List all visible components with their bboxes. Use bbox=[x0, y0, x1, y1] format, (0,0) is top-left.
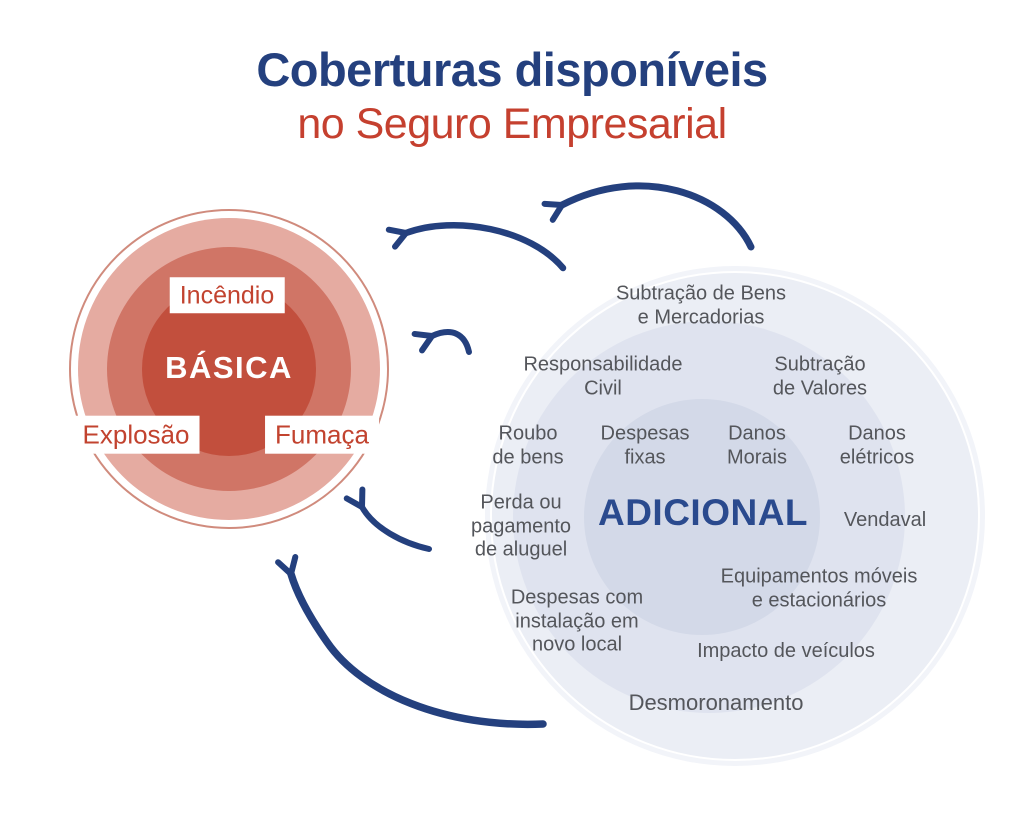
page-title: Coberturas disponíveis no Seguro Empresa… bbox=[0, 43, 1024, 153]
page-title-line2: no Seguro Empresarial bbox=[297, 99, 727, 148]
basic-item-fumaca: Fumaça bbox=[265, 415, 379, 454]
arrow-small-middle-icon bbox=[411, 329, 472, 355]
additional-item-desmoronamento: Desmoronamento bbox=[628, 690, 804, 716]
arrow-lower-left-icon bbox=[343, 486, 432, 552]
arrow-top-icon bbox=[541, 182, 755, 251]
additional-center-label: ADICIONAL bbox=[597, 492, 809, 533]
basic-item-incendio-label: Incêndio bbox=[169, 277, 285, 314]
additional-item-danos-eletricos: Danos elétricos bbox=[839, 422, 915, 468]
basic-item-incendio: Incêndio bbox=[169, 277, 285, 314]
additional-item-subtracao-valores: Subtração de Valores bbox=[772, 353, 868, 399]
additional-circle-inner bbox=[584, 399, 820, 635]
basic-item-explosao: Explosão bbox=[72, 415, 200, 454]
basic-center-label: BÁSICA bbox=[165, 350, 293, 385]
basic-item-explosao-label: Explosão bbox=[72, 415, 200, 454]
additional-item-subtracao-bens: Subtração de Bens e Mercadorias bbox=[615, 282, 787, 328]
additional-item-impacto-veiculos: Impacto de veículos bbox=[697, 640, 875, 663]
additional-item-perda-aluguel: Perda ou pagamento de aluguel bbox=[470, 491, 572, 561]
additional-item-roubo-bens: Roubo de bens bbox=[492, 422, 564, 468]
additional-item-danos-morais: Danos Morais bbox=[726, 422, 788, 468]
additional-item-vendaval: Vendaval bbox=[843, 509, 927, 532]
additional-item-equipamentos: Equipamentos móveis e estacionários bbox=[720, 565, 918, 611]
additional-item-despesas-instalacao: Despesas com instalação em novo local bbox=[510, 586, 644, 656]
arrow-upper-left-icon bbox=[385, 221, 567, 272]
additional-item-responsabilidade-civil: Responsabilidade Civil bbox=[523, 353, 683, 399]
page-title-line1: Coberturas disponíveis bbox=[256, 43, 768, 96]
basic-item-fumaca-label: Fumaça bbox=[265, 415, 379, 454]
additional-item-despesas-fixas: Despesas fixas bbox=[600, 422, 690, 468]
